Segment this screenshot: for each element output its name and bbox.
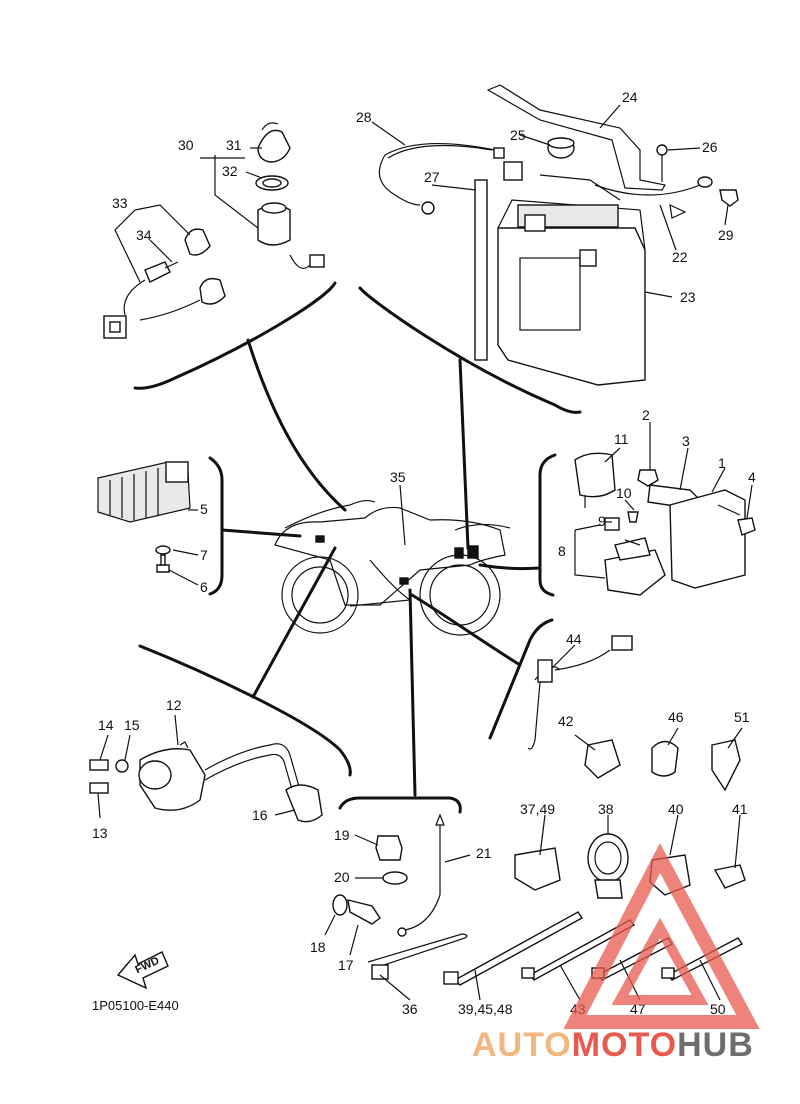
callout-6: 6	[200, 579, 208, 595]
callout-22: 22	[672, 249, 688, 265]
callout-25: 25	[510, 127, 526, 143]
callout-9: 9	[598, 513, 606, 529]
atv-outline	[274, 499, 511, 636]
watermark-hub: HUB	[677, 1026, 754, 1064]
callout-41: 41	[732, 801, 748, 817]
callout-24: 24	[622, 89, 638, 105]
watermark-auto: AUTO	[472, 1026, 572, 1064]
callout-7: 7	[200, 547, 208, 563]
callout-44: 44	[566, 631, 582, 647]
callout-5: 5	[200, 501, 208, 517]
callout-37-49: 37,49	[520, 801, 555, 817]
callout-1: 1	[718, 455, 726, 471]
callout-39-45-48: 39,45,48	[458, 1001, 513, 1017]
callout-27: 27	[424, 169, 440, 185]
callout-38: 38	[598, 801, 614, 817]
callout-19: 19	[334, 827, 350, 843]
callout-40: 40	[668, 801, 684, 817]
callout-12: 12	[166, 697, 182, 713]
main-switch-group	[103, 122, 325, 339]
callout-2: 2	[642, 407, 650, 423]
callout-16: 16	[252, 807, 268, 823]
callout-13: 13	[92, 825, 108, 841]
sensor-group	[332, 813, 468, 980]
watermark-logo: AUTOMOTOHUB	[472, 842, 760, 1064]
callout-46: 46	[668, 709, 684, 725]
callout-33: 33	[112, 195, 128, 211]
clamp-group	[443, 635, 746, 986]
callout-26: 26	[702, 139, 718, 155]
callout-32: 32	[222, 163, 238, 179]
callout-30: 30	[178, 137, 194, 153]
callout-20: 20	[334, 869, 350, 885]
callout-18: 18	[310, 939, 326, 955]
watermark-moto: MOTO	[572, 1026, 677, 1064]
callout-3: 3	[682, 433, 690, 449]
callout-34: 34	[136, 227, 152, 243]
battery-group	[378, 84, 739, 386]
callout-10: 10	[616, 485, 632, 501]
callout-8: 8	[558, 543, 566, 559]
callout-50: 50	[710, 1001, 726, 1017]
callout-28: 28	[356, 109, 372, 125]
callout-15: 15	[124, 717, 140, 733]
rectifier-group	[97, 461, 191, 573]
callout-29: 29	[718, 227, 734, 243]
callout-35: 35	[390, 469, 406, 485]
callout-14: 14	[98, 717, 114, 733]
callout-42: 42	[558, 713, 574, 729]
svg-text:AUTOMOTOHUB: AUTOMOTOHUB	[472, 1026, 754, 1064]
callout-36: 36	[402, 1001, 418, 1017]
relay-group	[574, 452, 756, 596]
callout-51: 51	[734, 709, 750, 725]
callout-21: 21	[476, 845, 492, 861]
fwd-arrow: FWD	[116, 951, 169, 990]
callout-23: 23	[680, 289, 696, 305]
callout-17: 17	[338, 957, 354, 973]
diagram-code: 1P05100-E440	[92, 998, 179, 1013]
ignition-coil-group	[89, 741, 323, 823]
callout-11: 11	[614, 431, 629, 447]
group-outlines	[133, 281, 582, 814]
callout-31: 31	[226, 137, 242, 153]
callout-4: 4	[748, 469, 756, 485]
